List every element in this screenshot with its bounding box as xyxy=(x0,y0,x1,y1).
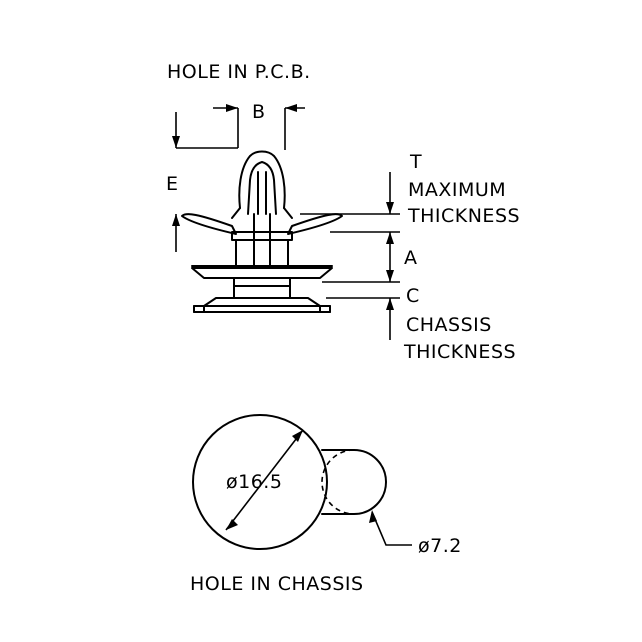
keyhole-slot-outline xyxy=(321,449,387,515)
upper-flange xyxy=(191,267,333,279)
label-c: C xyxy=(406,285,420,307)
label-diameter-7-2: ø7.2 xyxy=(418,535,462,557)
arrow-d16-bottom xyxy=(226,519,238,530)
support-side-view xyxy=(181,150,343,313)
label-hole-in-pcb: HOLE IN P.C.B. xyxy=(167,61,311,83)
label-t: T xyxy=(409,151,422,173)
arrow-a-bottom xyxy=(386,270,394,282)
arrow-t xyxy=(386,202,394,214)
label-thickness-chassis: THICKNESS xyxy=(403,341,516,363)
dimension-t-a-c xyxy=(300,172,400,340)
arrow-e-bottom xyxy=(172,214,180,226)
label-b: B xyxy=(252,101,266,123)
label-e: E xyxy=(166,173,179,195)
label-thickness-max: THICKNESS xyxy=(407,205,520,227)
left-wing xyxy=(181,213,237,235)
arrow-e-top xyxy=(172,136,180,148)
arrow-c xyxy=(386,298,394,310)
dimension-b xyxy=(213,104,305,150)
small-hole-hidden-edge xyxy=(321,449,355,515)
arrow-d7 xyxy=(369,510,377,523)
arrow-b-right xyxy=(285,104,297,112)
right-wing xyxy=(287,213,343,235)
arrow-a-top xyxy=(386,232,394,244)
label-hole-in-chassis: HOLE IN CHASSIS xyxy=(190,573,364,595)
label-diameter-16-5: ø16.5 xyxy=(226,471,282,493)
dimension-e xyxy=(172,112,238,252)
chassis-hole-view xyxy=(192,414,412,550)
arrowhead-outline xyxy=(238,150,286,209)
big-hole-circle xyxy=(192,414,328,550)
label-chassis: CHASSIS xyxy=(406,314,492,336)
label-maximum: MAXIMUM xyxy=(408,179,506,201)
label-a: A xyxy=(404,247,418,269)
arrow-d16-top xyxy=(292,430,303,442)
arrow-b-left xyxy=(226,104,238,112)
